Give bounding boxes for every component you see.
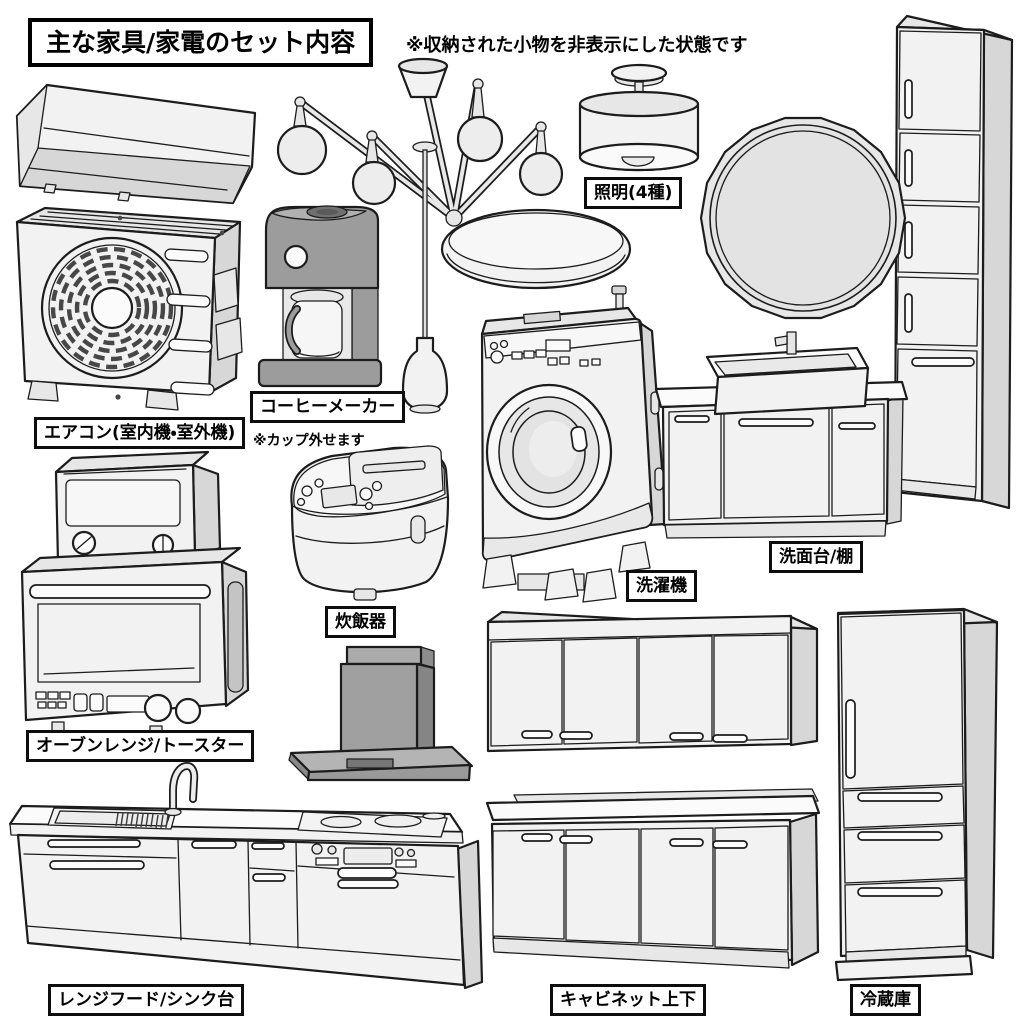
ceiling-light-illustration (440, 208, 632, 290)
washer-control-panel (489, 339, 601, 367)
coffee-carafe (284, 289, 344, 359)
washer-drum-door (485, 383, 613, 521)
lower-cabinet-illustration (485, 788, 821, 969)
coffee-maker-illustration (257, 205, 383, 388)
washing-machine-illustration (480, 285, 668, 603)
label-rice-cooker: 炊飯器 (325, 606, 396, 639)
label-washing-machine: 洗濯機 (626, 570, 697, 603)
refrigerator-illustration (834, 607, 999, 982)
vanity-unit-illustration (654, 331, 909, 539)
gooseneck-faucet (164, 761, 199, 817)
kitchen-sink-basin (47, 807, 177, 830)
coffee-maker-note: ※カップ外せます (253, 433, 365, 449)
label-coffee-maker: コーヒーメーカー (250, 391, 406, 424)
sheet-title: 主な家具/家電のセット内容 (28, 18, 374, 68)
label-oven-toaster: オーブンレンジ/トースター (26, 730, 255, 763)
label-cabinets: キャビネット上下 (550, 984, 706, 1017)
air-conditioner-indoor-unit-illustration (15, 83, 257, 205)
mirror-face (709, 124, 897, 312)
label-range-hood-sink: レンジフード/シンク台 (48, 984, 245, 1017)
sink-counter-illustration (8, 761, 484, 990)
rice-cooker-illustration (290, 445, 450, 601)
upper-cabinet-illustration (486, 610, 819, 753)
semi-flush-light-illustration (578, 63, 700, 172)
chandelier-globe (276, 124, 328, 176)
label-refrigerator: 冷蔵庫 (850, 984, 921, 1017)
label-washbasin-shelf: 洗面台/棚 (769, 541, 864, 574)
oven-toaster-illustration (20, 450, 250, 737)
tall-storage-shelf-illustration (893, 14, 1014, 510)
outdoor-unit-fan-grille (40, 236, 184, 380)
stove-burners (297, 811, 448, 838)
round-mirror-illustration (699, 116, 907, 320)
hidden-items-note: ※収納された小物を非表示にした状態です (406, 35, 748, 56)
label-air-conditioner: エアコン(室内機・室外機) (34, 417, 246, 450)
stove-control-strip (297, 843, 455, 879)
range-hood-illustration (288, 645, 474, 782)
chandelier-light-illustration (276, 57, 564, 227)
vessel-sink (705, 331, 870, 416)
air-conditioner-outdoor-unit-illustration (15, 206, 243, 411)
label-lighting: 照明(4種) (584, 177, 683, 210)
oven-control-row (35, 691, 202, 725)
pendant-light-illustration (401, 141, 449, 414)
